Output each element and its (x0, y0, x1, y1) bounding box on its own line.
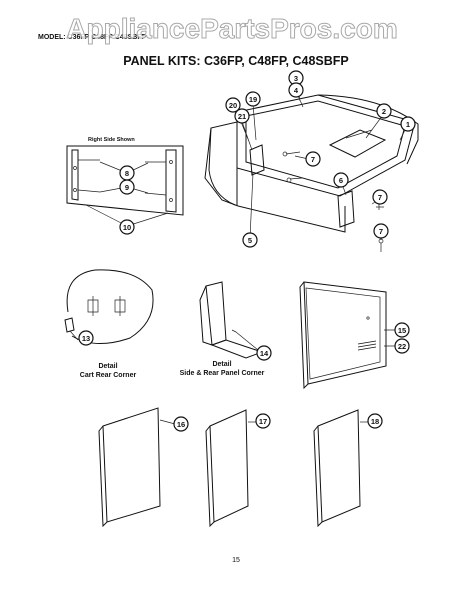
side-panel-16 (98, 407, 176, 528)
callout-15: 15 (394, 322, 410, 338)
detail-cart-label-2: Cart Rear Corner (80, 372, 137, 379)
callout-6: 6 (333, 172, 349, 188)
callout-14: 14 (256, 345, 272, 361)
callout-2: 2 (376, 103, 392, 119)
callout-3-label: 3 (294, 74, 298, 83)
callout-18-label: 18 (371, 417, 379, 426)
callout-8: 8 (119, 165, 135, 181)
callout-15-label: 15 (398, 326, 406, 335)
callout-19: 19 (245, 91, 261, 107)
callout-7a-label: 7 (311, 155, 315, 164)
callout-5-label: 5 (248, 236, 252, 245)
callout-7a: 7 (305, 151, 321, 167)
right-side-inset: Right Side Shown (66, 137, 184, 227)
detail-cart-rear-corner: Detail Cart Rear Corner (64, 269, 154, 379)
callout-10: 10 (119, 219, 135, 235)
callout-9-label: 9 (125, 183, 129, 192)
detail-panel-label-1: Detail (212, 361, 231, 368)
callout-8-label: 8 (125, 169, 129, 178)
callout-5: 5 (242, 232, 258, 248)
callout-19-label: 19 (249, 95, 257, 104)
callout-1-label: 1 (406, 120, 410, 129)
callout-4: 4 (288, 82, 304, 98)
callout-7b: 7 (372, 189, 388, 205)
callout-4-label: 4 (294, 86, 299, 95)
callout-16-label: 16 (177, 420, 185, 429)
page-number: 15 (232, 557, 240, 564)
callouts: 1 2 3 4 5 6 7 7 7 8 9 10 13 14 15 16 17 … (78, 70, 416, 432)
callout-18: 18 (367, 413, 383, 429)
inset-caption: Right Side Shown (88, 137, 135, 143)
detail-panel-label-2: Side & Rear Panel Corner (180, 370, 265, 377)
callout-22: 22 (394, 338, 410, 354)
callout-7b-label: 7 (378, 193, 382, 202)
side-panel-17 (205, 409, 256, 528)
page-title: PANEL KITS: C36FP, C48FP, C48SBFP (123, 54, 349, 68)
callout-13: 13 (78, 330, 94, 346)
callout-10-label: 10 (123, 223, 131, 232)
callout-21: 21 (234, 108, 250, 124)
callout-21-label: 21 (238, 112, 246, 121)
detail-side-rear-panel-corner: Detail Side & Rear Panel Corner (180, 281, 265, 377)
detail-cart-label-1: Detail (98, 363, 117, 370)
callout-16: 16 (173, 416, 189, 432)
callout-1: 1 (400, 116, 416, 132)
callout-2-label: 2 (382, 107, 386, 116)
rear-panel-drawing (299, 281, 395, 390)
callout-9: 9 (119, 179, 135, 195)
callout-20-label: 20 (229, 101, 237, 110)
callout-7c-label: 7 (379, 227, 383, 236)
callout-14-label: 14 (260, 349, 269, 358)
model-line: MODEL: C36FP C48FP C48SBFP (38, 34, 147, 41)
callout-22-label: 22 (398, 342, 406, 351)
callout-20: 20 (225, 97, 241, 113)
callout-17: 17 (255, 413, 271, 429)
watermark: AppliancePartsPros.com (66, 13, 397, 44)
callout-17-label: 17 (259, 417, 267, 426)
callout-7c: 7 (373, 223, 389, 239)
callout-13-label: 13 (82, 334, 90, 343)
cart-assembly-drawing (204, 79, 419, 252)
side-panel-18 (313, 409, 368, 528)
callout-6-label: 6 (339, 176, 343, 185)
